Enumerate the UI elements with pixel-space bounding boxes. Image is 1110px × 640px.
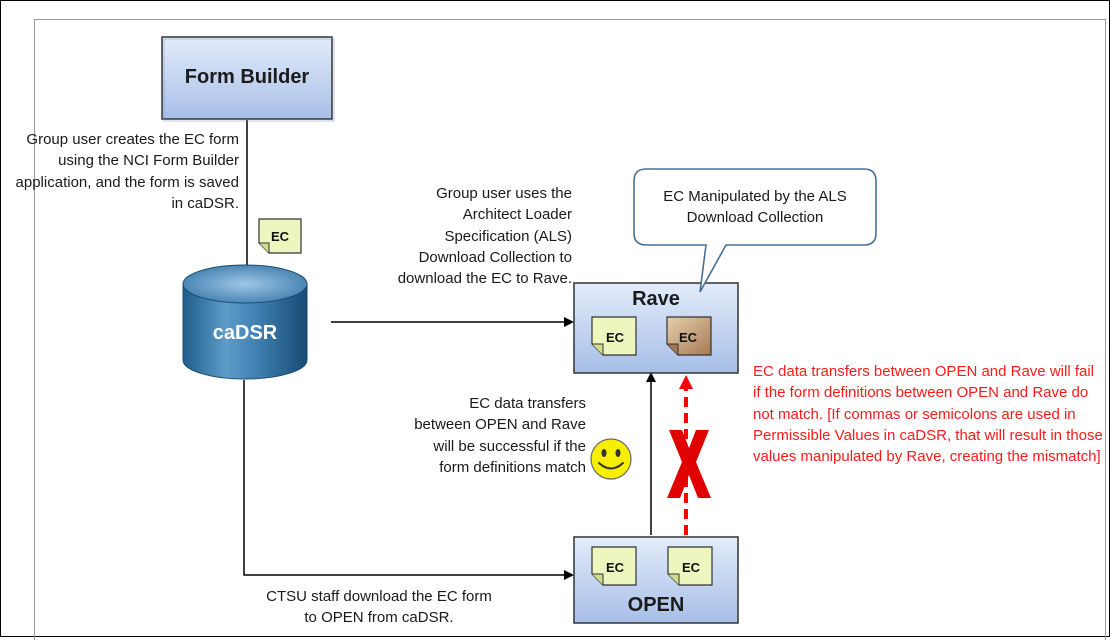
ec-note-open-2: EC — [667, 546, 713, 586]
ec-manipulated-callout — [633, 168, 877, 293]
connector-cadsr-to-open — [243, 380, 574, 580]
ec-note-label: EC — [679, 330, 698, 345]
annotation-success: EC data transfers between OPEN and Rave … — [414, 395, 586, 476]
smiley-icon — [590, 438, 632, 480]
ec-note-label: EC — [606, 330, 625, 345]
ec-note-rave-manipulated: EC — [666, 316, 712, 356]
ec-note-label: EC — [682, 560, 701, 575]
annotation-group-user-creates: Group user creates the EC form using the… — [15, 131, 239, 212]
annotation-ctsu-download: CTSU staff download the EC form to OPEN … — [266, 588, 492, 627]
ec-note-label: EC — [606, 560, 625, 575]
ec-note-label: EC — [271, 229, 290, 244]
cadsr-title: caDSR — [212, 322, 278, 344]
cadsr-database-icon — [182, 264, 308, 380]
ec-note-open-1: EC — [591, 546, 637, 586]
callout-ec-manipulated-text: EC Manipulated by the ALS Download Colle… — [663, 188, 847, 227]
red-x-icon — [667, 430, 711, 498]
ec-note-rave: EC — [591, 316, 637, 356]
open-title: OPEN — [627, 594, 685, 616]
rave-title: Rave — [632, 288, 680, 310]
diagram-border — [34, 19, 1106, 640]
ec-note-formbuilder: EC — [258, 218, 302, 254]
form-builder-node — [161, 36, 335, 122]
annotation-group-user-uses-als: Group user uses the Architect Loader Spe… — [397, 185, 572, 288]
form-builder-title: Form Builder — [184, 66, 310, 88]
annotation-failure: EC data transfers between OPEN and Rave … — [753, 363, 1103, 466]
